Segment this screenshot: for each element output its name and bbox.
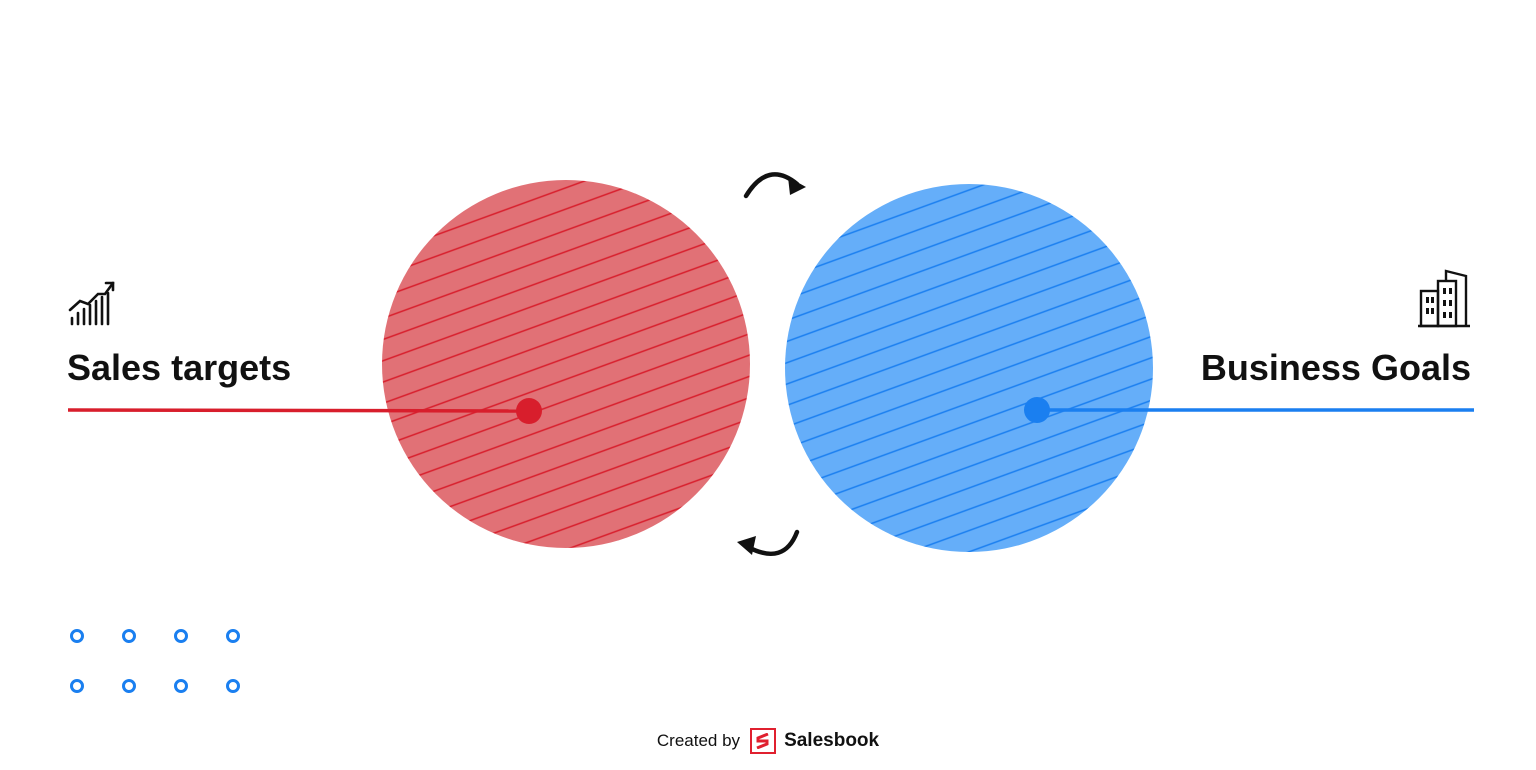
dot-grid-item bbox=[122, 629, 136, 643]
sales-targets-label: Sales targets bbox=[67, 347, 291, 388]
dot-grid-item bbox=[70, 679, 84, 693]
salesbook-logo-icon bbox=[750, 728, 777, 754]
salesbook-brand-name: Salesbook bbox=[784, 730, 880, 751]
dot-grid-item bbox=[70, 629, 84, 643]
footer-credit: Created by Salesbook bbox=[0, 724, 1536, 758]
decorative-dot-grid bbox=[70, 629, 240, 693]
dot-grid-item bbox=[226, 629, 240, 643]
business-goals-circle bbox=[785, 184, 1153, 552]
sales-targets-circle bbox=[382, 180, 750, 548]
business-goals-connector-dot bbox=[1024, 397, 1050, 423]
dot-grid-item bbox=[174, 679, 188, 693]
growth-chart-icon bbox=[68, 281, 115, 326]
sales-targets-connector-dot bbox=[516, 398, 542, 424]
office-building-icon bbox=[1418, 269, 1470, 328]
dot-grid-item bbox=[122, 679, 136, 693]
created-by-text: Created by bbox=[656, 731, 741, 750]
circular-arrows-icon bbox=[737, 172, 806, 557]
bottom-cycle-arrow-icon bbox=[737, 529, 800, 557]
dot-grid-item bbox=[174, 629, 188, 643]
business-goals-label: Business Goals bbox=[1201, 347, 1471, 388]
dot-grid-item bbox=[226, 679, 240, 693]
top-cycle-arrow-icon bbox=[743, 172, 806, 199]
sales-targets-connector-line bbox=[67, 408, 531, 413]
